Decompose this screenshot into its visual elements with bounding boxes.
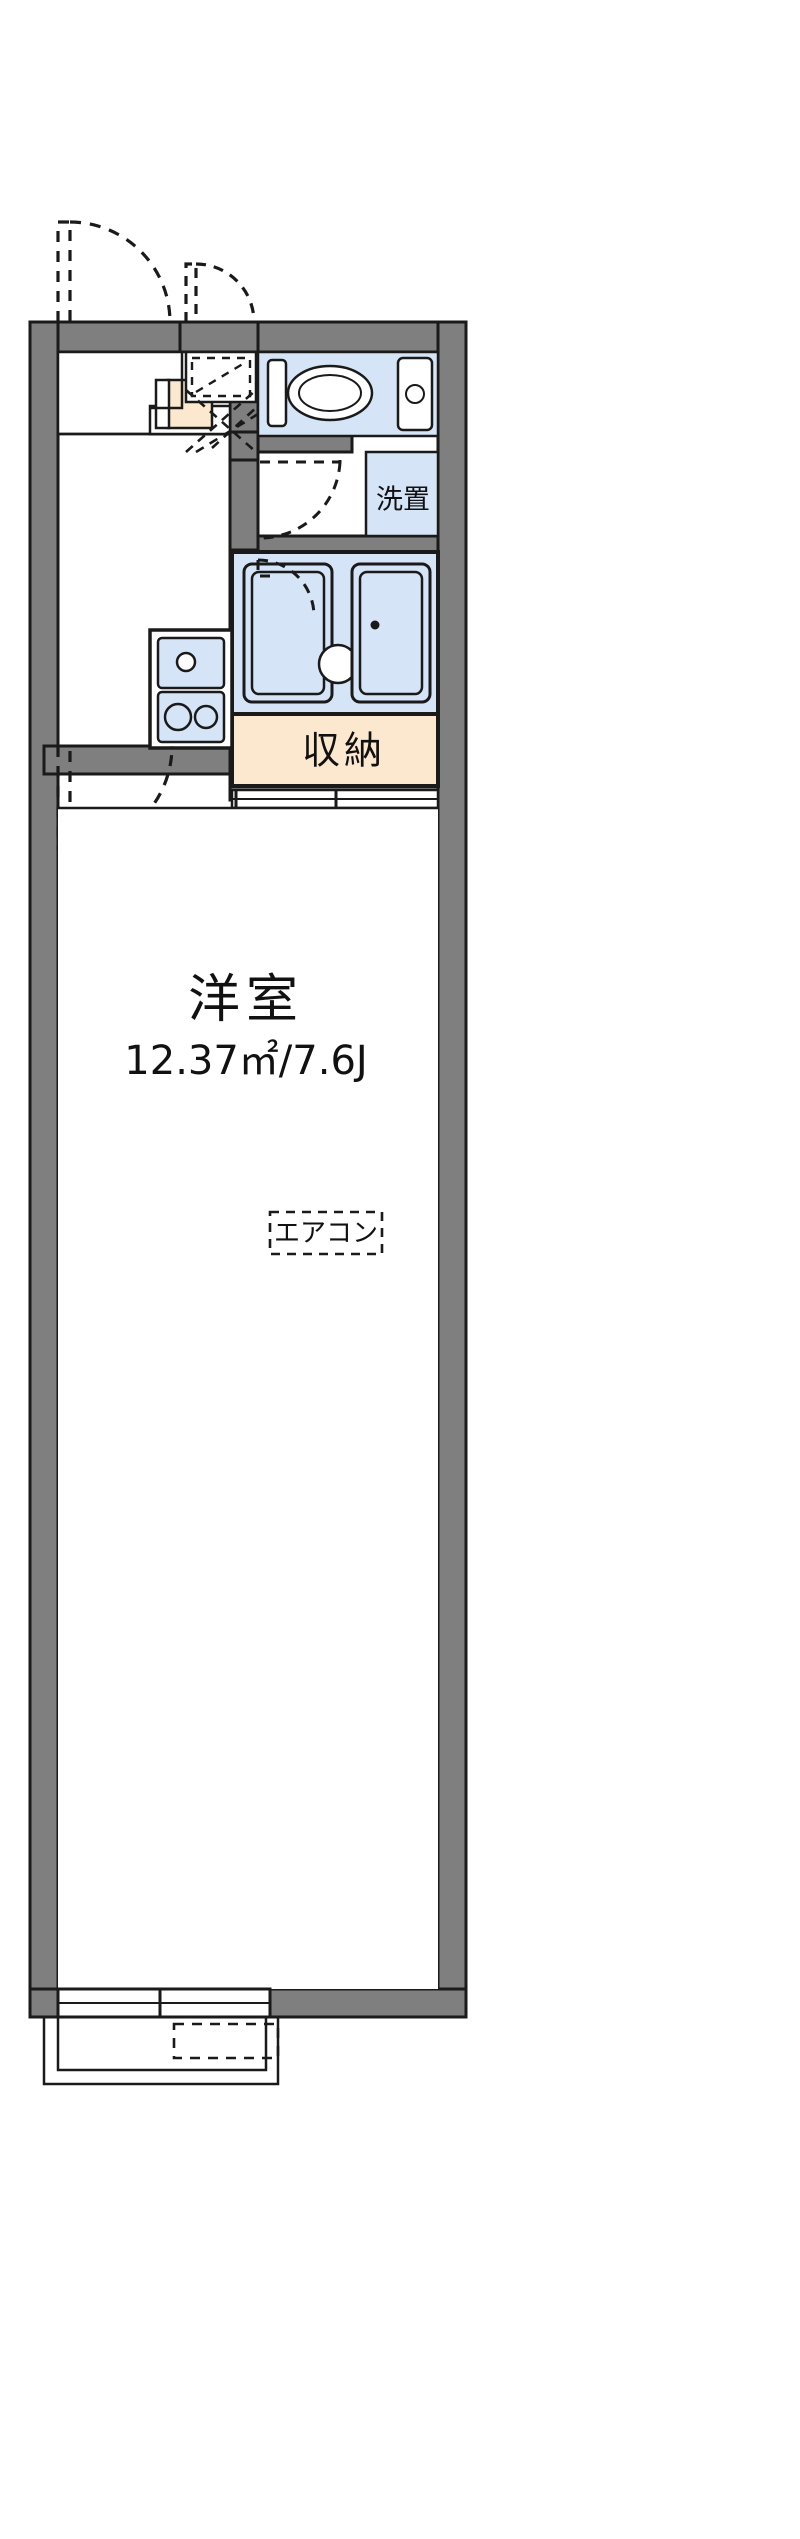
aircon-marker <box>268 1210 384 1256</box>
laundry-area <box>364 450 440 538</box>
burner-icon <box>193 704 219 730</box>
aircon-label: エアコン <box>274 1219 378 1249</box>
vestibule-inner-outline <box>150 352 184 410</box>
entry-folding-door[interactable] <box>184 350 258 404</box>
main-room-label: 洋室 <box>188 970 304 1030</box>
sink-drain-icon <box>175 651 197 673</box>
toilet-swing-door[interactable] <box>184 262 256 323</box>
entrance-swing-door[interactable] <box>56 220 172 323</box>
main-room <box>58 806 438 1989</box>
closet-label: 収納 <box>302 729 386 773</box>
toilet-room <box>256 350 440 438</box>
laundry-corridor-door[interactable] <box>258 450 342 540</box>
washing-machine-space <box>364 450 440 538</box>
toilet-fixture <box>266 356 434 432</box>
kitchen-sink <box>156 636 226 690</box>
unit-bath <box>230 550 440 716</box>
bathtub-fixture <box>242 562 359 704</box>
kitchen <box>148 628 234 750</box>
vestibule-folding-door[interactable] <box>185 389 259 454</box>
vanity-sink-fixture <box>350 562 432 704</box>
faucet-icon <box>370 620 380 630</box>
laundry-label: 洗置 <box>376 485 430 516</box>
closet <box>230 712 440 788</box>
unit-bath-swing-door[interactable] <box>256 558 316 617</box>
genkan-riser <box>154 378 171 430</box>
main-room-area: 12.37㎡/7.6J <box>124 1038 367 1084</box>
burner-icon <box>163 702 193 732</box>
two-burner-stove <box>156 690 226 744</box>
balcony-sliding-window[interactable] <box>42 1987 280 2086</box>
